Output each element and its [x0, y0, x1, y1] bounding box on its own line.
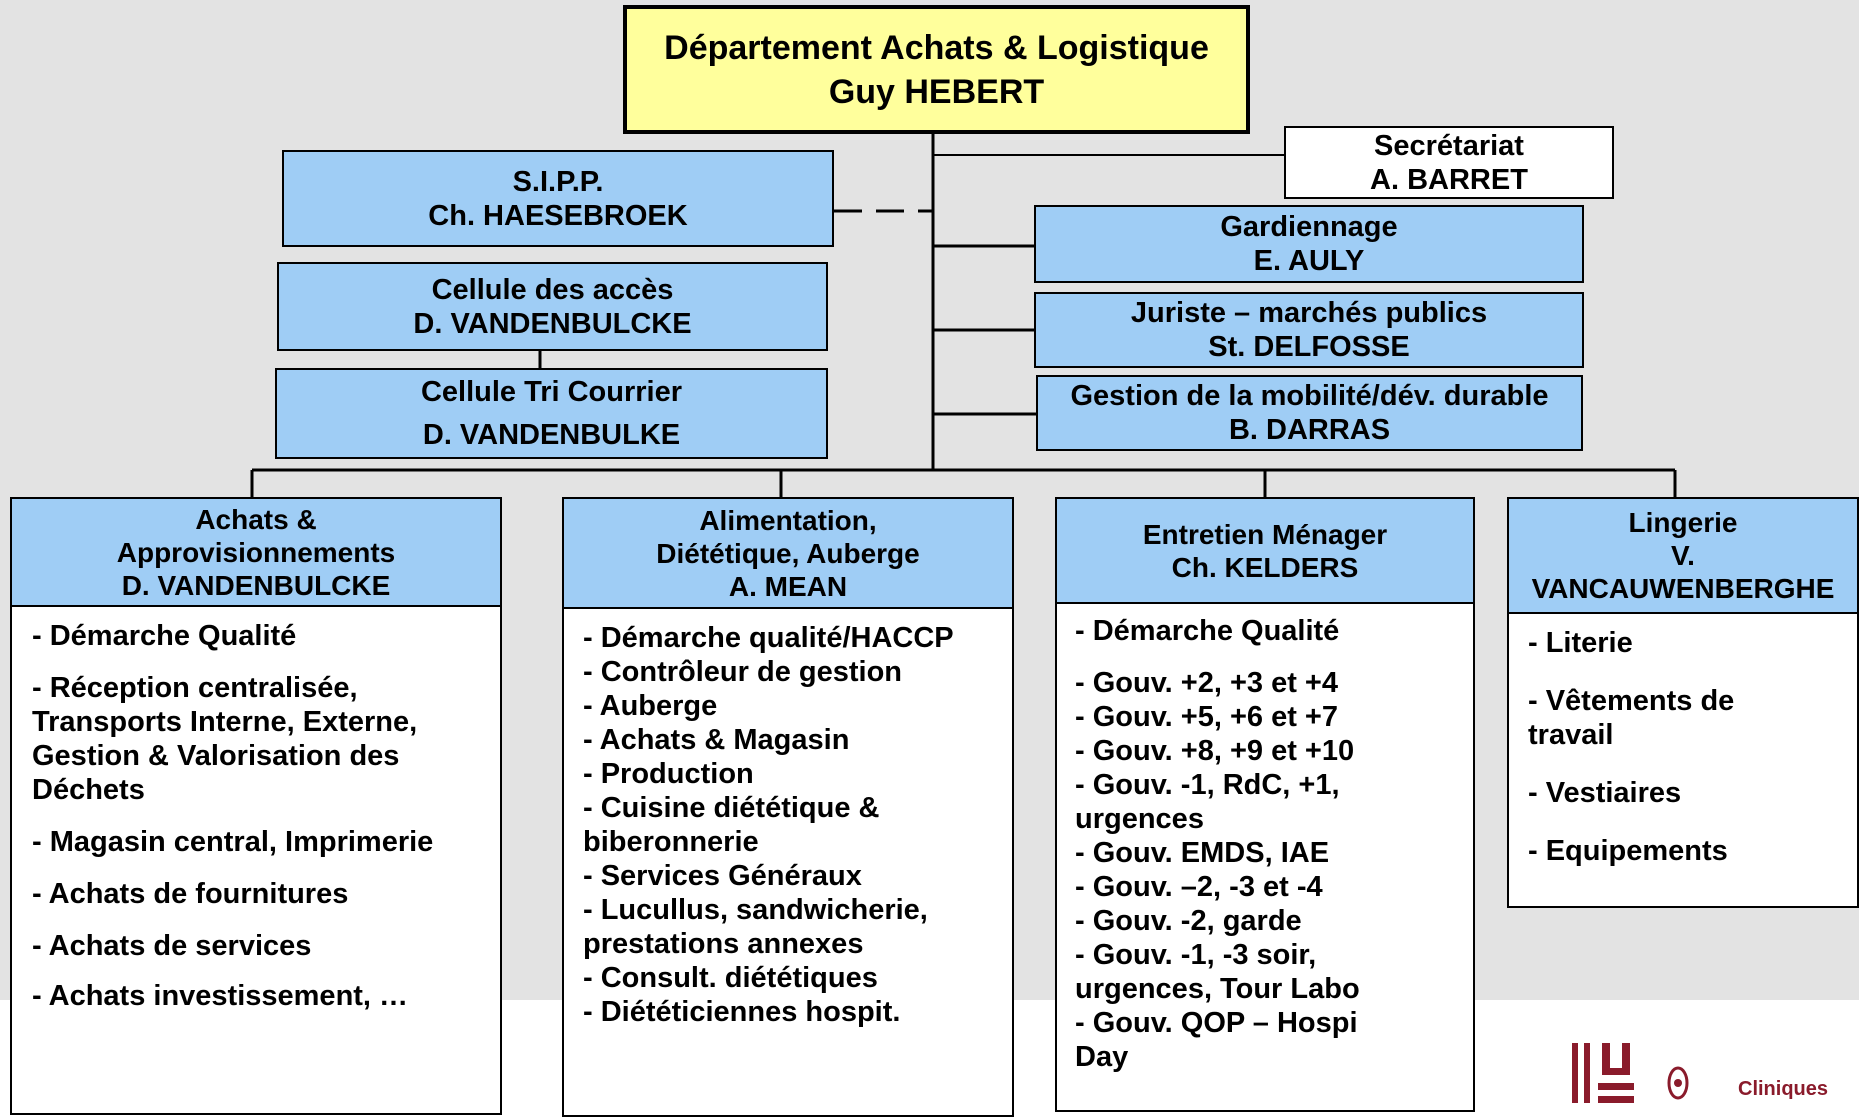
column-body-alimentation: - Démarche qualité/HACCP - Contrôleur de…	[562, 607, 1014, 1117]
juriste-box: Juriste – marchés publics St. DELFOSSE	[1034, 292, 1584, 368]
list-item: - Gouv. –2, -3 et -4	[1075, 871, 1323, 903]
list-item: - Gouv. -2, garde	[1075, 905, 1302, 937]
list-item: - Lucullus, sandwicherie, prestations an…	[583, 894, 928, 960]
cellule-tri-box: Cellule Tri Courrier D. VANDENBULKE	[275, 368, 828, 459]
header-line: Ch. KELDERS	[1171, 551, 1359, 583]
list-item: - Achats de services	[32, 930, 312, 962]
department-box: Département Achats & Logistique Guy HEBE…	[623, 5, 1250, 134]
list-item: - Gouv. EMDS, IAE	[1075, 837, 1330, 869]
unit-name: D. VANDENBULCKE	[413, 307, 692, 340]
secretariat-box: Secrétariat A. BARRET	[1284, 126, 1614, 199]
logo-text: Cliniques	[1738, 1078, 1829, 1100]
column-body-lingerie: - Literie - Vêtements de travail - Vesti…	[1507, 612, 1859, 908]
list-item: - Consult. diététiques	[583, 962, 878, 994]
header-line: Entretien Ménager	[1142, 518, 1388, 550]
list-item: - Vêtements de travail	[1528, 685, 1735, 751]
list-item: - Gouv. +5, +6 et +7	[1075, 701, 1338, 733]
header-line: A. MEAN	[728, 570, 848, 602]
unit-title: Gestion de la mobilité/dév. durable	[1070, 380, 1549, 412]
column-body-achats: - Démarche Qualité - Réception centralis…	[10, 605, 502, 1115]
list-item: - Gouv. +8, +9 et +10	[1075, 735, 1355, 767]
unit-name: B. DARRAS	[1228, 414, 1391, 446]
column-header-achats: Achats & Approvisionnements D. VANDENBUL…	[10, 497, 502, 607]
header-line: V.	[1671, 540, 1695, 571]
list-item: - Gouv. +2, +3 et +4	[1075, 667, 1338, 699]
unit-name: St. DELFOSSE	[1208, 331, 1410, 363]
header-line: Lingerie	[1628, 507, 1738, 538]
mobilite-box: Gestion de la mobilité/dév. durable B. D…	[1036, 375, 1583, 451]
header-line: VANCAUWENBERGHE	[1531, 573, 1835, 604]
header-line: D. VANDENBULCKE	[121, 569, 391, 601]
cliniques-logo-icon	[1572, 1043, 1689, 1103]
secretariat-name: A. BARRET	[1370, 163, 1528, 196]
list-item: - Gouv. -1, RdC, +1, urgences	[1075, 769, 1340, 835]
list-item: - Démarche qualité/HACCP	[583, 622, 954, 654]
list-item: - Diététiciennes hospit.	[583, 996, 901, 1028]
list-item: - Auberge	[583, 690, 718, 722]
list-item: - Démarche Qualité	[32, 620, 297, 652]
list-item: - Démarche Qualité	[1075, 615, 1340, 647]
list-item: - Services Généraux	[583, 860, 862, 892]
unit-title: Cellule des accès	[431, 273, 674, 306]
column-body-entretien: - Démarche Qualité - Gouv. +2, +3 et +4 …	[1055, 602, 1475, 1112]
list-item: - Vestiaires	[1528, 777, 1682, 809]
list-item: - Gouv. -1, -3 soir, urgences, Tour Labo	[1075, 939, 1360, 1005]
cellule-acces-box: Cellule des accès D. VANDENBULCKE	[277, 262, 828, 351]
list-item: - Magasin central, Imprimerie	[32, 826, 434, 858]
list-item: - Contrôleur de gestion	[583, 656, 902, 688]
unit-name: Ch. HAESEBROEK	[428, 199, 688, 232]
sipp-box: S.I.P.P. Ch. HAESEBROEK	[282, 150, 834, 247]
list-item: - Réception centralisée, Transports Inte…	[32, 672, 418, 806]
unit-title: Gardiennage	[1220, 211, 1398, 243]
department-title: Département Achats & Logistique	[664, 28, 1209, 67]
unit-title: Cellule Tri Courrier	[420, 375, 683, 408]
list-item: - Cuisine diététique & biberonnerie	[583, 792, 880, 858]
column-header-alimentation: Alimentation, Diététique, Auberge A. MEA…	[562, 497, 1014, 609]
department-head: Guy HEBERT	[828, 72, 1045, 111]
unit-name: E. AULY	[1253, 245, 1365, 277]
gardiennage-box: Gardiennage E. AULY	[1034, 205, 1584, 283]
unit-title: S.I.P.P.	[512, 165, 604, 198]
unit-title: Juriste – marchés publics	[1130, 297, 1488, 329]
unit-name: D. VANDENBULKE	[422, 419, 681, 452]
list-item: - Literie	[1528, 627, 1633, 659]
list-item: - Achats de fournitures	[32, 878, 349, 910]
header-line: Achats &	[195, 503, 317, 535]
header-line: Alimentation,	[699, 504, 877, 536]
header-line: Approvisionnements	[116, 536, 396, 568]
list-item: - Gouv. QOP – Hospi Day	[1075, 1007, 1358, 1073]
header-line: Diététique, Auberge	[656, 537, 920, 569]
list-item: - Production	[583, 758, 754, 790]
column-header-lingerie: Lingerie V. VANCAUWENBERGHE	[1507, 497, 1859, 614]
list-item: - Equipements	[1528, 835, 1728, 867]
list-item: - Achats investissement, …	[32, 980, 409, 1012]
secretariat-title: Secrétariat	[1374, 129, 1524, 162]
list-item: - Achats & Magasin	[583, 724, 850, 756]
column-header-entretien: Entretien Ménager Ch. KELDERS	[1055, 497, 1475, 604]
